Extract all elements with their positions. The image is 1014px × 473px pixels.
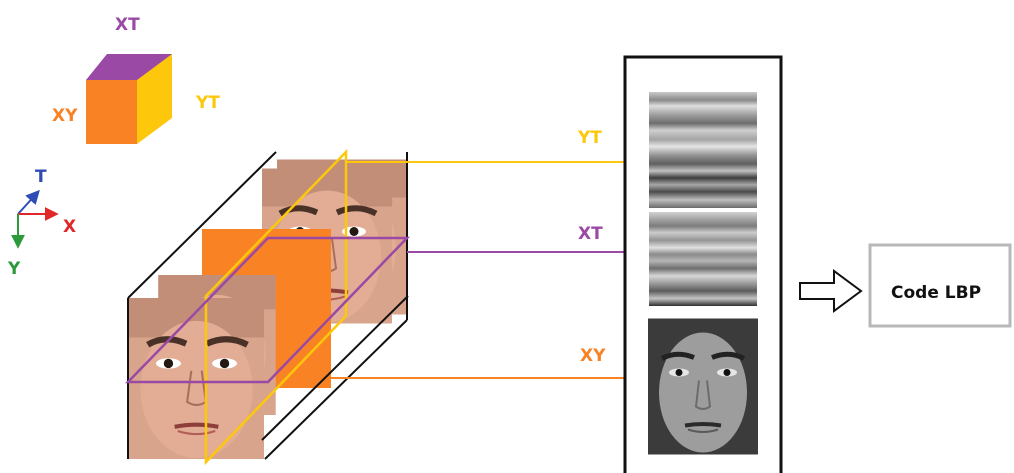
t-axis-arrow (17, 189, 40, 215)
t-axis-label: T (35, 167, 47, 187)
output-panel (623, 55, 783, 473)
xy-plane-label: XY (580, 346, 606, 366)
cube-side-face-yt (137, 54, 172, 144)
cube-xy-label: XY (52, 106, 78, 126)
cube-legend: XT YT XY (52, 15, 220, 144)
code-lbp-border (868, 243, 1012, 328)
cube-xt-label: XT (115, 15, 140, 35)
face-frame-front (129, 298, 264, 459)
code-lbp-box: Code LBP (868, 243, 1012, 328)
plane-connectors: YT XT XY (331, 128, 642, 378)
hollow-right-arrow-icon (799, 269, 863, 313)
cube-front-face-xy (86, 80, 137, 144)
yt-texture-image (649, 92, 757, 208)
volume-wireframe (127, 151, 409, 460)
xy-grayscale-face-image (648, 319, 758, 455)
xt-plane-label: XT (578, 224, 603, 244)
cube-yt-label: YT (195, 93, 220, 113)
yt-plane (204, 148, 348, 466)
xt-plane (125, 236, 410, 384)
yt-plane-label: YT (577, 128, 602, 148)
axes-indicator: T X Y (7, 167, 76, 279)
face-volume (125, 148, 410, 466)
x-axis-label: X (63, 217, 76, 237)
xt-texture-image (649, 212, 757, 306)
code-lbp-label: Code LBP (891, 283, 981, 303)
y-axis-label: Y (7, 259, 21, 279)
